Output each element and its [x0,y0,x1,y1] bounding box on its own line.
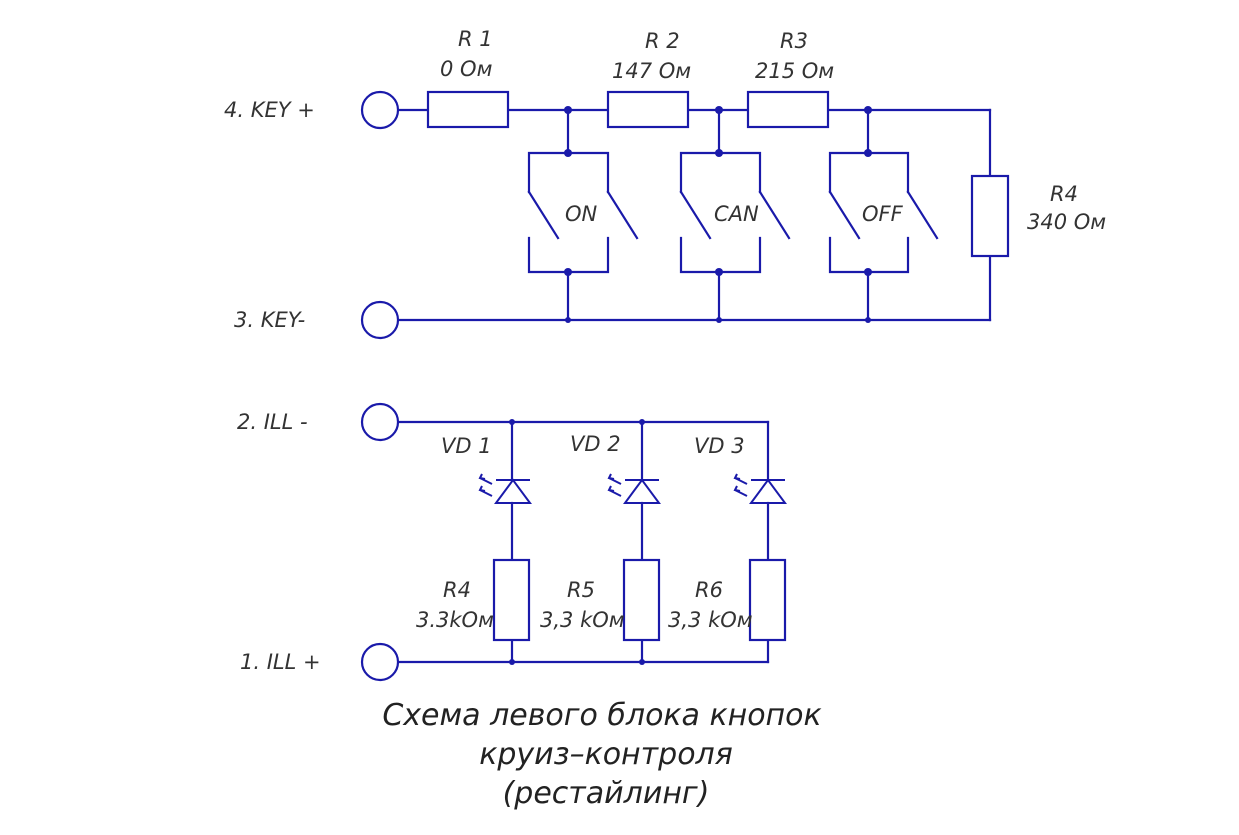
r5-value: 3,3 kОм [540,608,625,632]
labels: 4. KEY + 3. KEY- 2. ILL - 1. ILL + R 1 0… [224,27,1106,811]
pin-label-ill-minus: 2. ILL - [237,410,308,434]
r4-name: R4 [443,578,471,602]
pin-label-key-minus: 3. KEY- [234,308,305,332]
r2-name: R 2 [645,29,680,53]
switch-label-off: OFF [862,202,904,226]
pin-label-key-plus: 4. KEY + [224,98,315,122]
resistor-r3 [746,90,830,129]
led-label-vd2: VD 2 [570,432,621,456]
resistor-r6 [748,558,787,642]
resistor-r5 [622,558,661,642]
diagram-title-line1: Схема левого блока кнопок [382,698,821,733]
branch-1 [478,419,532,665]
pin-label-ill-plus: 1. ILL + [240,650,321,674]
key-circuit [360,90,1010,340]
r1-value: 0 Ом [440,57,493,81]
r1-name: R 1 [458,27,493,51]
resistor-r4 [492,558,531,642]
r3-name: R3 [780,29,808,53]
r6-name: R6 [695,578,723,602]
terminal-key-plus [360,90,400,130]
led-vd3 [733,473,787,504]
diagram-title-line2: круиз–контроля [479,737,733,772]
resistor-r4-top [970,174,1010,258]
led-label-vd3: VD 3 [694,434,745,458]
branch-3 [733,420,787,664]
switch-label-can: CAN [714,202,759,226]
diagram-title-line3: (рестайлинг) [503,776,710,811]
ill-circuit [360,402,787,682]
switch-label-on: ON [565,202,598,226]
resistor-r2 [606,90,690,129]
resistor-r1 [426,90,510,129]
r5-name: R5 [567,578,595,602]
branch-2 [607,419,661,665]
terminal-ill-minus [360,402,400,442]
r2-value: 147 Ом [612,59,691,83]
r6-value: 3,3 kОм [668,608,753,632]
r4-top-value: 340 Ом [1027,210,1106,234]
led-label-vd1: VD 1 [441,434,492,458]
r4-top-name: R4 [1050,182,1078,206]
r3-value: 215 Ом [755,59,834,83]
terminal-ill-plus [360,642,400,682]
terminal-key-minus [360,300,400,340]
led-vd1 [478,473,532,504]
led-vd2 [607,473,661,504]
r4-value: 3.3kОм [416,608,494,632]
